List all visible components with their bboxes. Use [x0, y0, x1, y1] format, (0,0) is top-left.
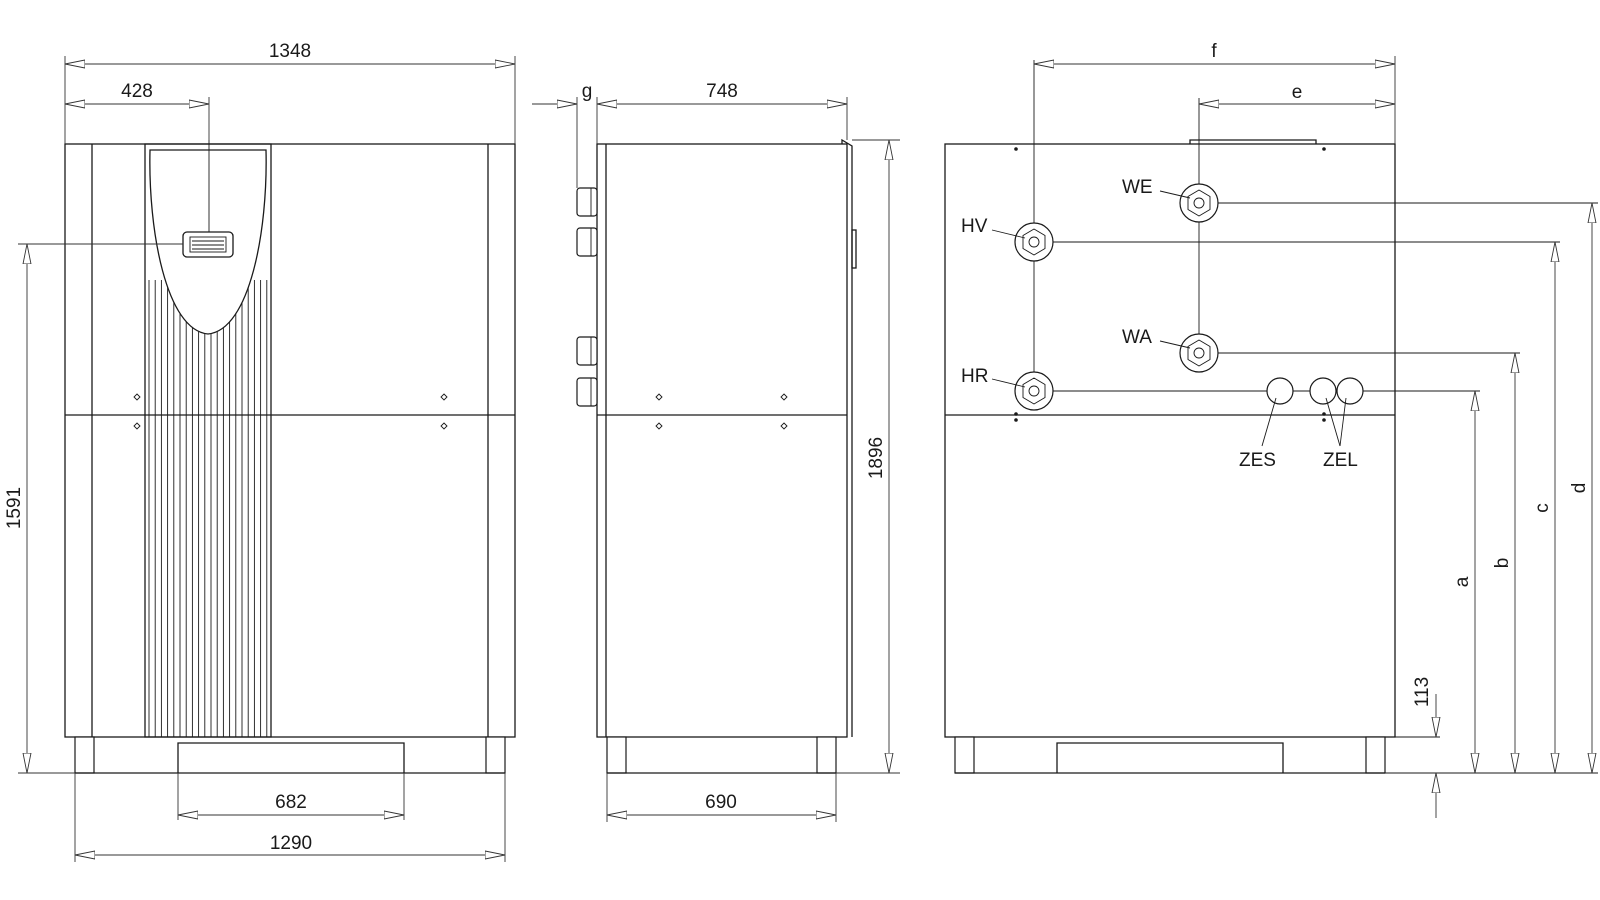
front-view: 1348 428 1591 682 1290 [4, 41, 516, 862]
label-hr: HR [961, 366, 988, 387]
connection-zes: ZES [1239, 377, 1294, 471]
dim-width-e: e [1292, 82, 1303, 103]
display-unit [182, 231, 234, 258]
label-wa: WA [1122, 327, 1152, 348]
dim-base-height: 113 [1412, 677, 1433, 707]
dim-gap: g [582, 81, 593, 102]
dim-height-b: b [1492, 558, 1513, 569]
side-pipe-stubs [576, 187, 598, 407]
rear-top-cap [1189, 139, 1317, 144]
rear-base-plinth [1056, 742, 1284, 773]
dim-height-total: 1896 [866, 437, 887, 479]
side-body [596, 143, 848, 738]
dim-base-outer: 1290 [270, 833, 312, 854]
label-we: WE [1122, 177, 1153, 198]
rear-foot-right [1365, 736, 1386, 774]
label-hv: HV [961, 216, 988, 237]
rear-view: WE HV WA HR ZES [944, 41, 1598, 818]
dim-width-total: 1348 [269, 41, 311, 62]
label-zes: ZES [1239, 450, 1276, 471]
connection-hr: HR [961, 366, 1054, 411]
dim-height-d: d [1569, 483, 1590, 494]
display-screen [189, 236, 227, 253]
front-panel [144, 143, 272, 738]
dim-width-f: f [1211, 41, 1217, 62]
dim-height-a: a [1452, 576, 1473, 587]
connection-hv: HV [961, 216, 1054, 262]
label-zel: ZEL [1323, 450, 1358, 471]
dim-width-offset: 428 [121, 81, 153, 102]
control-oval [149, 149, 267, 335]
front-screws [133, 393, 448, 430]
front-grille [148, 280, 268, 737]
dim-height-c: c [1532, 503, 1553, 513]
front-foot-right [485, 736, 506, 774]
connection-zel: ZEL [1309, 377, 1364, 471]
dim-base-inner: 682 [275, 792, 307, 813]
front-body [64, 143, 516, 738]
connection-wa: WA [1122, 327, 1219, 373]
side-foot-left [606, 736, 627, 774]
connection-we: WE [1122, 177, 1219, 223]
side-foot-right [816, 736, 837, 774]
side-view: g 748 1896 690 [532, 81, 900, 822]
rear-body [944, 143, 1396, 738]
front-foot-left [74, 736, 95, 774]
rear-foot-left [954, 736, 975, 774]
side-bevel [841, 138, 853, 737]
dim-depth: 748 [706, 81, 738, 102]
dim-base-depth: 690 [705, 792, 737, 813]
front-base-plinth [177, 742, 405, 773]
side-handle [851, 229, 857, 269]
dim-height-display: 1591 [4, 487, 25, 529]
